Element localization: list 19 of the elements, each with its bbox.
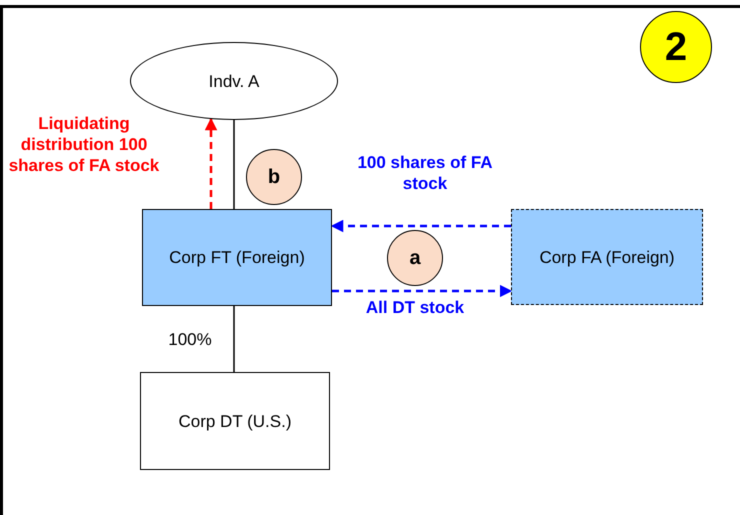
- entity-box: [511, 209, 703, 305]
- node-label: Corp FT (Foreign): [168, 247, 306, 268]
- edge-label: 100 shares of FA stock: [356, 152, 494, 194]
- entity-box: [142, 209, 332, 306]
- node-label: Indv. A: [208, 70, 260, 92]
- connector-line: [233, 120, 235, 209]
- node-label: Corp DT (U.S.): [177, 410, 293, 432]
- edge-label: All DT stock: [364, 297, 466, 318]
- node-label: 2: [664, 25, 688, 69]
- entity-box: [140, 372, 330, 470]
- arrow: [330, 220, 511, 232]
- node-label: Corp FA (Foreign): [538, 246, 676, 268]
- node-label: a: [408, 246, 422, 270]
- edge-label: Liquidating distribution 100 shares of FA stock: [8, 113, 160, 176]
- connector-line: [233, 306, 235, 372]
- edge-label: 100%: [167, 329, 213, 350]
- node-label: b: [266, 165, 282, 189]
- arrow: [204, 118, 218, 209]
- arrow: [332, 284, 512, 298]
